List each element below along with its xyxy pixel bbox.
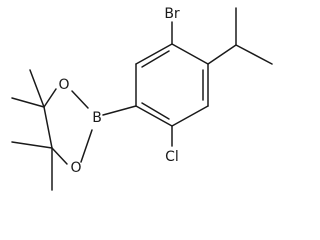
chlorine-label: Cl	[165, 149, 179, 165]
dioxaborolane-ring	[43, 88, 93, 165]
ring-bond	[135, 43, 173, 65]
isopropyl-group	[207, 7, 273, 65]
methyl-groups	[11, 69, 53, 191]
c-o-bond	[51, 147, 68, 165]
boron-label: B	[92, 110, 102, 126]
methyl-bond	[29, 69, 45, 108]
o-b-bond	[80, 129, 93, 163]
methyl-bond	[11, 97, 45, 108]
b-o-bond	[71, 90, 89, 109]
o-c-bond	[43, 88, 57, 108]
bromine-label: Br	[164, 6, 180, 22]
ring-bond	[171, 43, 209, 65]
ring-bond	[135, 105, 173, 127]
ring-ch-bond	[207, 44, 237, 65]
ring-bond	[171, 105, 209, 127]
chemical-structure: Br Cl B O O	[11, 6, 273, 191]
oxygen-label: O	[58, 77, 69, 93]
methyl-bond	[11, 141, 53, 149]
benzene-ring	[135, 43, 209, 127]
ring-bond-inner	[141, 50, 170, 68]
c-b-bond	[102, 105, 137, 116]
ring-bond-inner	[141, 102, 170, 120]
c-c-bond	[43, 106, 53, 149]
ch-methyl-bond	[235, 44, 273, 65]
oxygen-label: O	[70, 160, 81, 176]
